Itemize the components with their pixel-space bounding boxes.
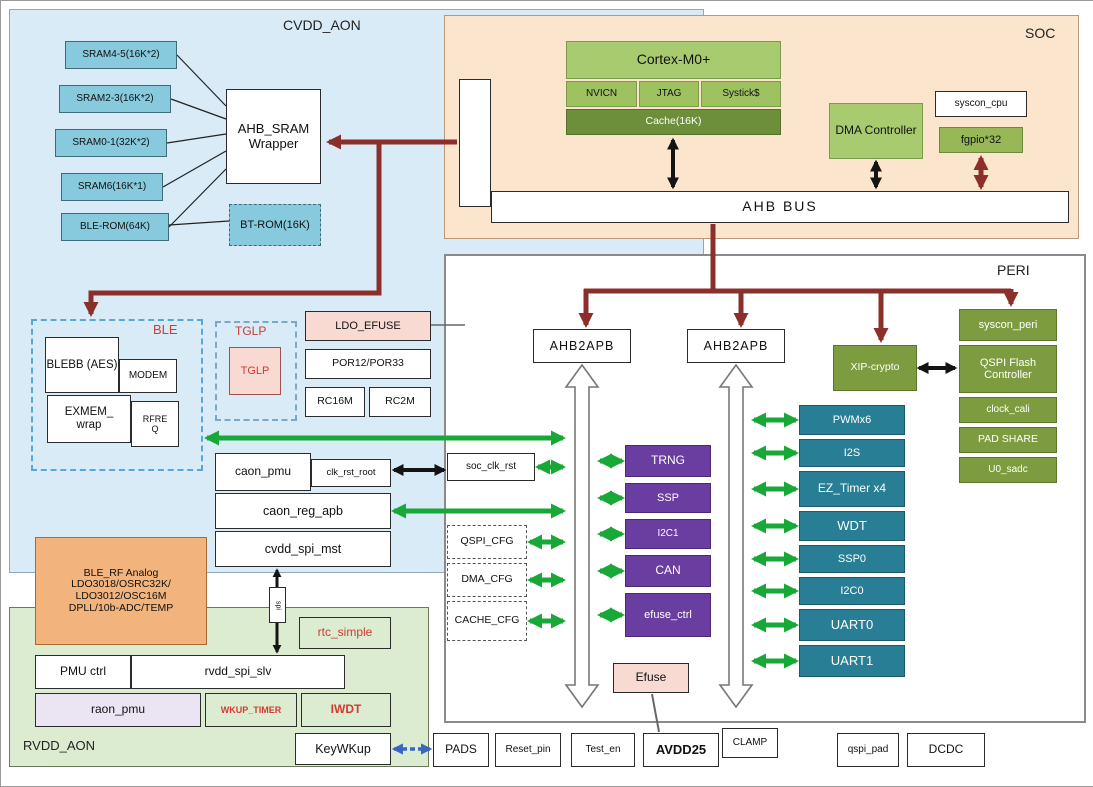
group-tglp xyxy=(215,321,297,421)
block-rvdd-spi-slv: rvdd_spi_slv xyxy=(131,655,345,689)
block-dma-controller: DMA Controller xyxy=(829,103,923,159)
block-ahb2apb-left: AHB2APB xyxy=(533,329,631,363)
block-pad-share: PAD SHARE xyxy=(959,427,1057,453)
block-xip-crypto: XIP-crypto xyxy=(833,345,917,391)
block-modem: MODEM xyxy=(119,359,177,393)
block-exmem-wrap: EXMEM_ wrap xyxy=(47,395,131,443)
block-cache: Cache(16K) xyxy=(566,109,781,135)
block-rc2m: RC2M xyxy=(369,387,431,417)
block-syscon-cpu: syscon_cpu xyxy=(935,91,1027,117)
block-efuse: Efuse xyxy=(613,663,689,693)
block-dma-cfg: DMA_CFG xyxy=(447,563,527,597)
block-tglp: TGLP xyxy=(229,347,281,395)
label-rvdd-aon: RVDD_AON xyxy=(23,738,96,753)
cell-jtag: JTAG xyxy=(639,81,699,107)
label-ble: BLE xyxy=(153,322,178,337)
block-qspi-cfg: QSPI_CFG xyxy=(447,525,527,559)
block-soc-clk-rst: soc_clk_rst xyxy=(447,453,535,481)
block-keywkup: KeyWKup xyxy=(295,733,391,765)
block-wkup-timer: WKUP_TIMER xyxy=(205,693,297,727)
block-uart0: UART0 xyxy=(799,609,905,641)
block-i2c0: I2C0 xyxy=(799,577,905,605)
block-blebb-aes: BLEBB (AES) xyxy=(45,337,119,393)
block-caon-pmu: caon_pmu xyxy=(215,453,311,491)
block-rfre: RFRE Q xyxy=(131,401,179,447)
cell-systick: Systick$ xyxy=(701,81,781,107)
block-fgpio: fgpio*32 xyxy=(939,127,1023,153)
pad-clamp: CLAMP xyxy=(722,728,778,758)
block-ldo-efuse: LDO_EFUSE xyxy=(305,311,431,341)
pad-reset-pin: Reset_pin xyxy=(495,733,561,767)
block-ble-rf-analog: BLE_RF Analog LDO3018/OSRC32K/ LDO3012/O… xyxy=(35,537,207,645)
spi-link-label: spi xyxy=(269,587,286,623)
block-ble-rom: BLE-ROM(64K) xyxy=(61,213,169,241)
block-wdt: WDT xyxy=(799,511,905,541)
block-pwmx6: PWMx6 xyxy=(799,405,905,435)
label-cvdd-aon: CVDD_AON xyxy=(283,17,361,33)
block-efuse-ctrl: efuse_ctrl xyxy=(625,593,711,637)
block-ssp0: SSP0 xyxy=(799,545,905,573)
block-trng: TRNG xyxy=(625,445,711,477)
block-syscon-peri: syscon_peri xyxy=(959,309,1057,341)
block-pmu-ctrl: PMU ctrl xyxy=(35,655,131,689)
block-rc16m: RC16M xyxy=(305,387,365,417)
label-soc: SOC xyxy=(1025,25,1056,41)
block-can: CAN xyxy=(625,555,711,587)
block-bt-rom: BT-ROM(16K) xyxy=(229,204,321,246)
block-cvdd-spi-mst: cvdd_spi_mst xyxy=(215,531,391,567)
block-sram2-3: SRAM2-3(16K*2) xyxy=(59,85,171,113)
block-por12-por33: POR12/POR33 xyxy=(305,349,431,379)
block-caon-reg-apb: caon_reg_apb xyxy=(215,493,391,529)
block-i2s: I2S xyxy=(799,439,905,467)
block-sram0-1: SRAM0-1(32K*2) xyxy=(55,129,167,157)
pad-avdd25: AVDD25 xyxy=(643,733,719,767)
block-i2c1: I2C1 xyxy=(625,519,711,549)
block-cache-cfg: CACHE_CFG xyxy=(447,601,527,641)
pad-dcdc: DCDC xyxy=(907,733,985,767)
block-ez-timer: EZ_Timer x4 xyxy=(799,471,905,507)
block-u0-sadc: U0_sadc xyxy=(959,457,1057,483)
group-ble xyxy=(31,319,203,471)
pad-test-en: Test_en xyxy=(571,733,635,767)
block-clk-rst-root: clk_rst_root xyxy=(311,459,391,487)
block-ahb-sram-wrapper: AHB_SRAM Wrapper xyxy=(226,89,321,184)
pad-qspi-pad: qspi_pad xyxy=(837,733,899,767)
block-uart1: UART1 xyxy=(799,645,905,677)
block-rtc-simple: rtc_simple xyxy=(299,617,391,649)
block-ahb2apb-right: AHB2APB xyxy=(687,329,785,363)
cell-nvicn: NVICN xyxy=(566,81,637,107)
block-sram6: SRAM6(16K*1) xyxy=(61,173,163,201)
label-peri: PERI xyxy=(997,262,1030,278)
ahb-bus-riser xyxy=(459,79,491,207)
block-raon-pmu: raon_pmu xyxy=(35,693,201,727)
label-tglp: TGLP xyxy=(235,324,267,338)
block-ssp: SSP xyxy=(625,483,711,513)
block-ahb-bus: AHB BUS xyxy=(491,191,1069,223)
pad-pads: PADS xyxy=(433,733,489,767)
block-qspi-flash-controller: QSPI Flash Controller xyxy=(959,345,1057,393)
block-sram4-5: SRAM4-5(16K*2) xyxy=(65,41,177,69)
block-cortex-m0: Cortex-M0+ xyxy=(566,41,781,79)
block-iwdt: IWDT xyxy=(301,693,391,727)
block-clock-cali: clock_cali xyxy=(959,397,1057,423)
